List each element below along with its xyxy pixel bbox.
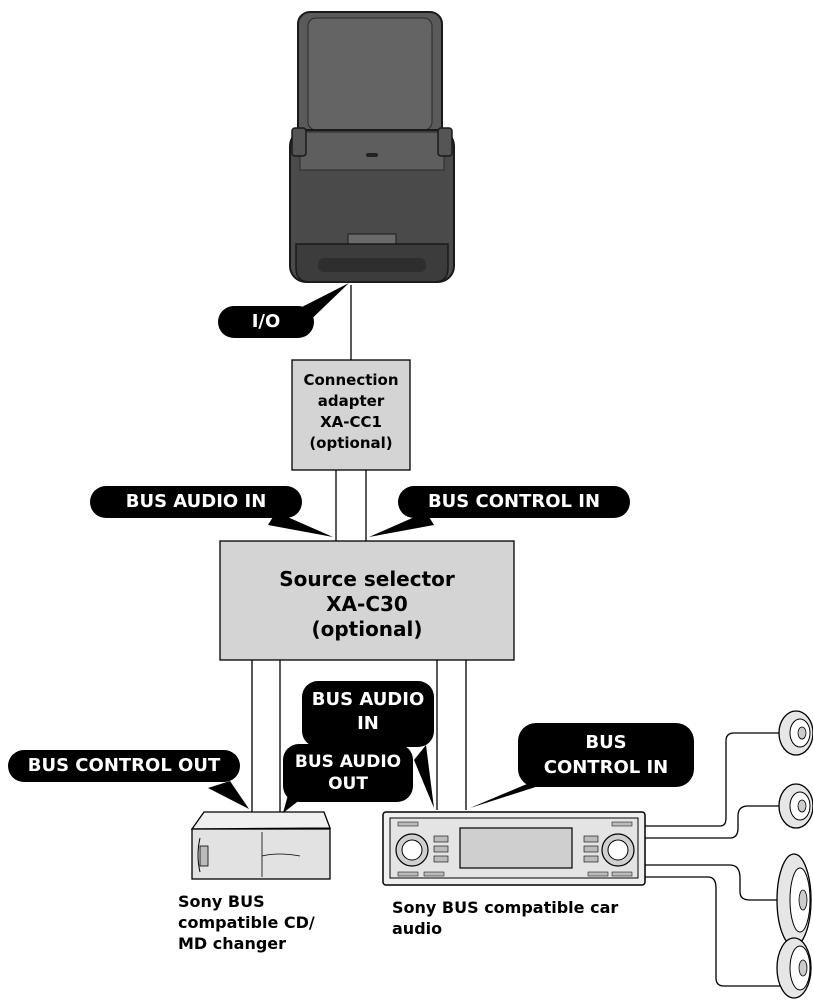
selector-line-2: XA-C30 <box>326 592 408 616</box>
adapter-line-4: (optional) <box>309 434 393 452</box>
bus-control-in-top-callout: BUS CONTROL IN <box>398 492 630 512</box>
callout-pills <box>8 306 694 802</box>
bus-audio-out-pill <box>283 744 413 802</box>
speaker-wire-2 <box>645 805 780 839</box>
changer-caption-line-3: MD changer <box>178 934 287 953</box>
bus-audio-out-text-2: OUT <box>328 774 368 794</box>
selector-line-1: Source selector <box>279 567 455 591</box>
adapter-label: Connection adapter XA-CC1 (optional) <box>292 370 410 454</box>
speaker-icon <box>776 853 812 947</box>
selector-label: Source selector XA-C30 (optional) <box>220 567 514 642</box>
selector-line-3: (optional) <box>311 617 423 641</box>
bus-control-in-right-callout: BUS CONTROL IN <box>518 730 694 780</box>
adapter-line-1: Connection <box>303 371 399 389</box>
car-audio-caption-line-1: Sony BUS compatible car <box>392 898 619 917</box>
io-pill <box>218 306 314 338</box>
adapter-box <box>291 359 411 471</box>
speaker-icon <box>778 783 813 829</box>
cd-md-changer-icon <box>190 811 331 880</box>
bus-audio-in-mid-pill <box>302 681 434 747</box>
speaker-wire-3 <box>645 864 780 901</box>
changer-caption-line-2: compatible CD/ <box>178 913 315 932</box>
bus-audio-out-callout: BUS AUDIO OUT <box>283 751 413 795</box>
speaker-icon <box>778 710 813 756</box>
bus-audio-in-mid-text-2: IN <box>357 713 379 734</box>
speaker-wire-4 <box>645 876 780 987</box>
io-callout-text: I/O <box>251 311 281 332</box>
bus-control-in-top-pointer <box>369 512 434 537</box>
bus-control-in-top-pill <box>398 486 630 518</box>
speaker-icon <box>776 937 812 999</box>
bus-audio-in-top-text: BUS AUDIO IN <box>125 491 267 512</box>
connection-lines <box>251 285 780 987</box>
bus-audio-out-text-1: BUS AUDIO <box>294 752 402 772</box>
changer-caption: Sony BUS compatible CD/ MD changer <box>178 891 348 954</box>
bus-audio-in-top-pointer <box>268 512 333 537</box>
io-callout: I/O <box>218 312 314 332</box>
car-audio-caption: Sony BUS compatible car audio <box>392 897 662 939</box>
bus-control-out-text: BUS CONTROL OUT <box>27 755 221 776</box>
bus-audio-in-mid-callout: BUS AUDIO IN <box>302 688 434 736</box>
bus-audio-in-mid-text-1: BUS AUDIO <box>311 689 425 710</box>
portable-player-cradle-icon <box>289 11 455 283</box>
car-audio-head-unit-icon <box>382 811 646 886</box>
callout-pointers <box>208 283 560 813</box>
bus-control-out-pointer <box>208 781 249 809</box>
bus-audio-in-top-callout: BUS AUDIO IN <box>90 492 302 512</box>
bus-control-out-pill <box>8 750 240 782</box>
bus-control-in-right-pill <box>518 723 694 787</box>
car-audio-caption-line-2: audio <box>392 919 443 938</box>
changer-caption-line-1: Sony BUS <box>178 892 265 911</box>
bus-control-in-top-text: BUS CONTROL IN <box>427 491 601 512</box>
bus-control-in-right-text-2: CONTROL IN <box>543 757 669 778</box>
bus-control-in-right-text-1: BUS <box>585 732 627 753</box>
bus-audio-in-mid-pointer <box>414 745 434 808</box>
adapter-line-2: adapter <box>317 392 385 410</box>
bus-audio-in-top-pill <box>90 486 302 518</box>
selector-box <box>219 540 515 661</box>
bus-control-out-callout: BUS CONTROL OUT <box>8 756 240 776</box>
adapter-line-3: XA-CC1 <box>320 413 382 431</box>
speaker-wire-1 <box>645 732 780 827</box>
